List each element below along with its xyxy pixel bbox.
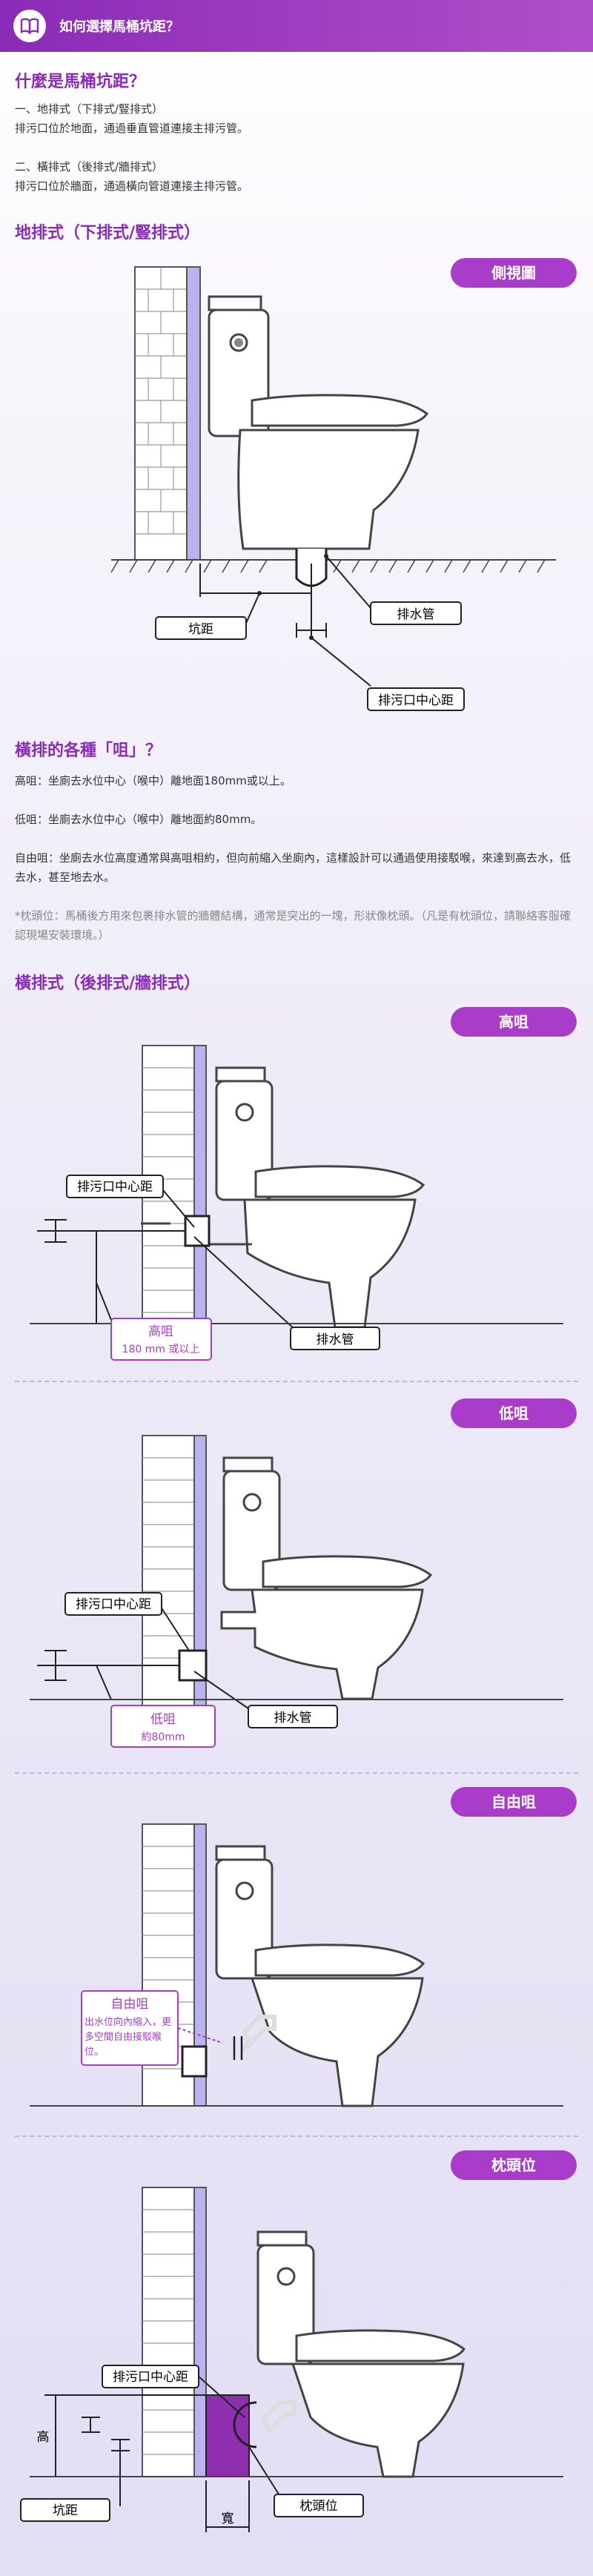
free-desc: 自由咀：坐廁去水位高度通常與高咀相約，但向前縮入坐廁內，這樣設計可以通過使用接駁…	[15, 851, 572, 884]
floor-section-heading: 地排式（下排式/豎排式）	[15, 224, 201, 242]
pillow-note: *枕頭位：馬桶後方用來包裹排水管的牆體結構，通常是突出的一塊，形狀像枕頭。（凡是…	[15, 909, 572, 942]
high-label-center: 排污口中心距	[77, 1180, 153, 1195]
low-desc: 低咀：坐廁去水位中心（喉中）離地面約80mm。	[15, 813, 262, 826]
floor-line	[110, 559, 556, 573]
wall-bricks	[134, 266, 201, 561]
side-view-badge: 側視圖	[451, 258, 577, 288]
free-diagram: 自由咀	[30, 1823, 563, 2107]
intro-heading: 什麼是馬桶坑距？	[15, 73, 146, 91]
low-callout-title: 低咀	[150, 1712, 176, 1727]
wall-section-heading: 橫排式（後排式/牆排式）	[15, 974, 201, 993]
divider	[15, 1381, 578, 1382]
pillow-label-pillow: 枕頭位	[300, 2499, 338, 2514]
low-diagram: 排污口中心距 排水管 低咀 約80mm	[30, 1435, 563, 1748]
low-label-pipe: 排水管	[274, 1711, 312, 1725]
pillow-label-center: 排污口中心距	[113, 2370, 188, 2385]
low-badge: 低咀	[451, 1398, 577, 1428]
floor-type-desc: 排污口位於地面，通過垂直管道連接主排污管。	[15, 122, 249, 135]
label-outlet-center: 排污口中心距	[378, 693, 454, 708]
floor-type-title: 一、地排式（下排式/豎排式）	[15, 102, 164, 116]
heights-heading: 橫排的各種「咀」？	[15, 742, 162, 760]
high-callout-title: 高咀	[148, 1324, 173, 1339]
dimension-lines	[199, 555, 371, 687]
high-label-pipe: 排水管	[317, 1332, 354, 1347]
label-drain-pipe: 排水管	[397, 607, 435, 622]
pillow-label-height: 高	[37, 2430, 50, 2445]
header-bar: 如何選擇馬桶坑距？	[0, 0, 593, 52]
pillow-label-width: 寬	[222, 2511, 234, 2526]
floor-diagram: 坑距 排水管 排污口中心距	[110, 266, 556, 711]
page-title: 如何選擇馬桶坑距？	[59, 19, 179, 35]
high-desc: 高咀：坐廁去水位中心（喉中）離地面180mm或以上。	[15, 774, 291, 787]
book-icon	[13, 10, 46, 42]
high-callout-sub: 180 mm 或以上	[122, 1344, 200, 1355]
wall-type-desc: 排污口位於牆面，通過橫向管道連接主排污管。	[15, 179, 249, 193]
high-badge: 高咀	[451, 1007, 577, 1037]
free-callout-sub: 出水位向內縮入，更多空間自由接駁喉位。	[85, 2017, 172, 2058]
wall-type-title: 二、橫排式（後排式/牆排式）	[15, 160, 164, 174]
free-callout-title: 自由咀	[111, 1997, 149, 2012]
pillow-diagram: 排污口中心距 高 坑距 寬 枕頭位	[20, 2187, 563, 2532]
free-badge: 自由咀	[451, 1787, 577, 1817]
divider	[15, 2136, 578, 2137]
toilet-floor	[208, 295, 429, 550]
low-callout-sub: 約80mm	[141, 1731, 185, 1743]
pillow-label-distance: 坑距	[53, 2503, 78, 2518]
divider	[15, 1772, 578, 1774]
low-label-center: 排污口中心距	[76, 1597, 151, 1612]
label-distance: 坑距	[188, 622, 213, 637]
high-diagram: 排污口中心距 排水管 高咀 180 mm 或以上	[30, 1045, 563, 1361]
pillow-badge: 枕頭位	[451, 2150, 577, 2180]
